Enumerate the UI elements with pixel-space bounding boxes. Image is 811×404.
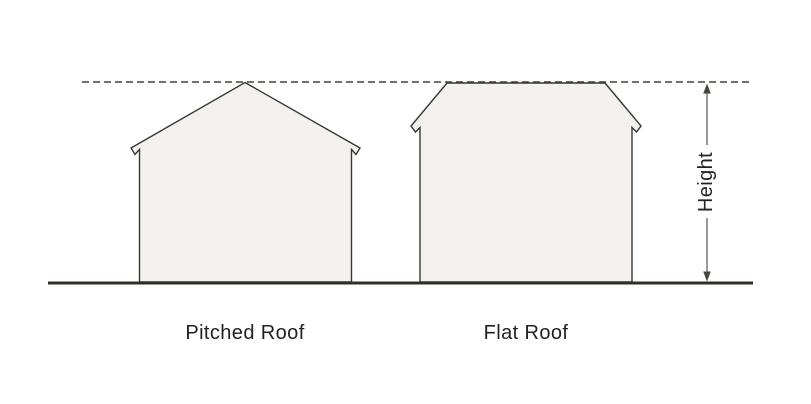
up-arrowhead-icon [703, 83, 711, 94]
flat-roof-label: Flat Roof [484, 322, 569, 344]
flat-roof-house-shape [410, 82, 642, 283]
pitched-roof-house-shape [130, 81, 361, 283]
height-label: Height [695, 152, 717, 212]
height-dimension-arrow [703, 83, 711, 282]
pitched-roof-label: Pitched Roof [185, 322, 304, 344]
down-arrowhead-icon [703, 271, 711, 282]
